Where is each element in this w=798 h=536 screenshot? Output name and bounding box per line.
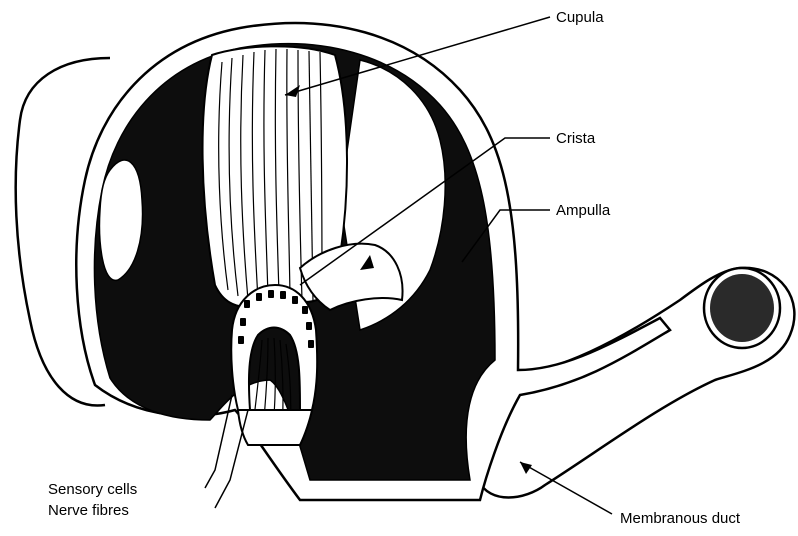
label-sensory-cells: Sensory cells xyxy=(48,481,137,498)
label-membranous-duct: Membranous duct xyxy=(620,510,740,527)
label-nerve-fibres: Nerve fibres xyxy=(48,502,129,519)
crista-base xyxy=(238,410,312,445)
label-ampulla: Ampulla xyxy=(556,202,610,219)
duct-lumen-fill xyxy=(710,274,774,342)
label-cupula: Cupula xyxy=(556,9,604,26)
label-crista: Crista xyxy=(556,130,595,147)
